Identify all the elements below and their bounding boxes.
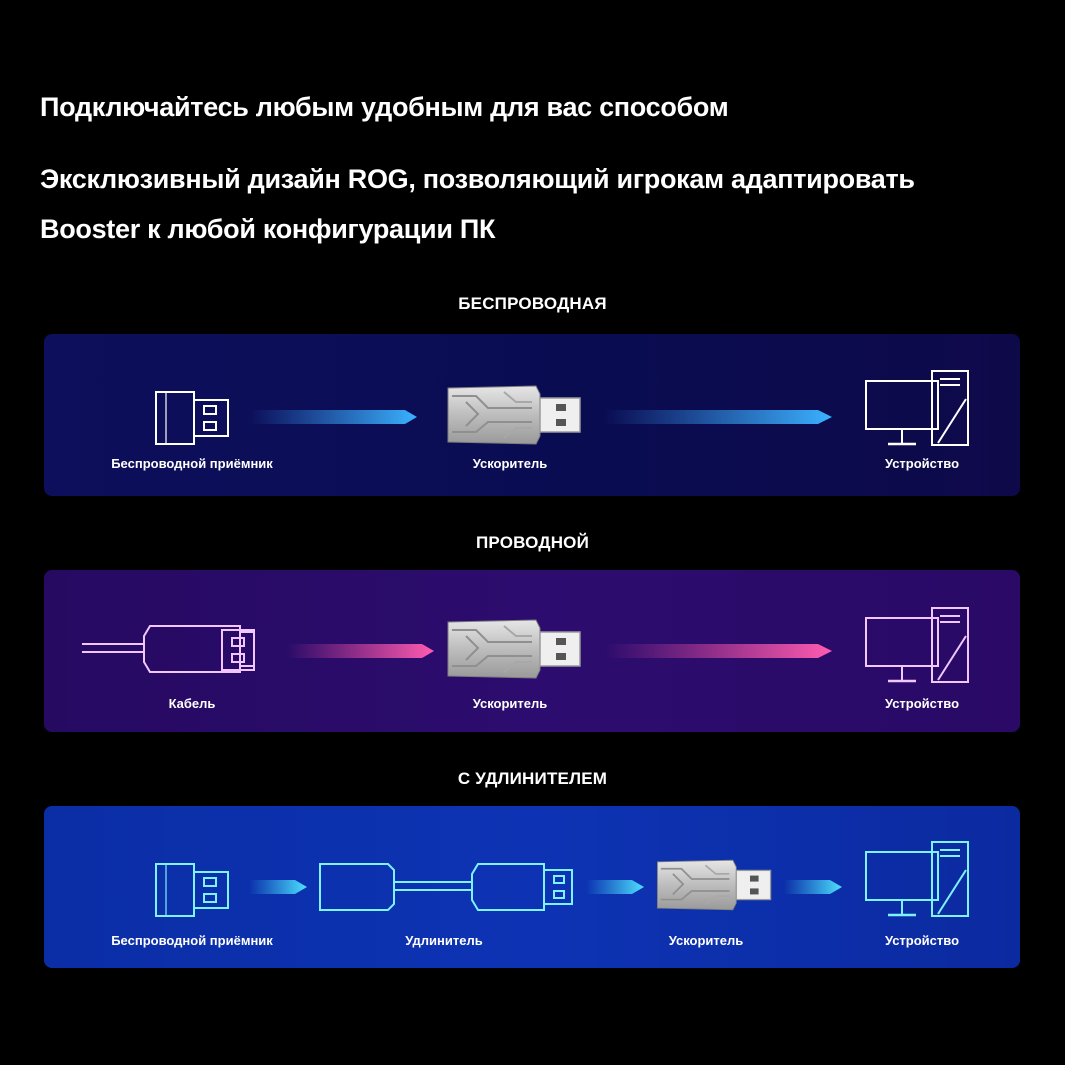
label-wireless-receiver: Беспроводной приёмник xyxy=(111,456,273,471)
wireless-panel: Беспроводной приёмник Ускоритель Устройс… xyxy=(44,334,1020,496)
arrow-right-icon xyxy=(604,410,832,424)
wireless-receiver-icon xyxy=(154,388,234,448)
section-title-extension: С УДЛИНИТЕЛЕМ xyxy=(457,769,608,788)
headline-line-1: Подключайтесь любым удобным для вас спос… xyxy=(40,92,729,122)
headline-line-3: Booster к любой конфигурации ПК xyxy=(40,214,496,244)
computer-icon xyxy=(864,840,974,920)
section-title-wireless: БЕСПРОВОДНАЯ xyxy=(458,294,607,313)
arrow-right-icon xyxy=(784,880,842,894)
label-wireless-receiver: Беспроводной приёмник xyxy=(111,933,273,948)
arrow-right-icon xyxy=(249,410,417,424)
computer-icon xyxy=(864,369,974,449)
label-device: Устройство xyxy=(884,696,960,711)
label-device: Устройство xyxy=(884,933,960,948)
cable-icon xyxy=(82,625,255,673)
extension-panel: Беспроводной приёмник Удлинитель Ускорит… xyxy=(44,806,1020,968)
label-booster: Ускоритель xyxy=(668,933,744,948)
arrow-right-icon xyxy=(249,880,307,894)
section-title-wired: ПРОВОДНОЙ xyxy=(475,533,590,552)
extender-cable-icon xyxy=(319,863,573,911)
arrow-right-icon xyxy=(604,644,832,658)
computer-icon xyxy=(864,606,974,686)
wireless-receiver-icon xyxy=(154,860,234,920)
label-cable: Кабель xyxy=(168,696,216,711)
label-booster: Ускоритель xyxy=(472,456,548,471)
arrow-right-icon xyxy=(286,644,434,658)
label-extender: Удлинитель xyxy=(405,933,483,948)
booster-icon xyxy=(654,856,774,914)
arrow-right-icon xyxy=(586,880,644,894)
headline-line-2: Эксклюзивный дизайн ROG, позволяющий игр… xyxy=(40,164,915,194)
booster-icon xyxy=(444,616,584,682)
label-device: Устройство xyxy=(884,456,960,471)
booster-icon xyxy=(444,382,584,448)
wired-panel: Кабель Ускоритель Устройство xyxy=(44,570,1020,732)
usb-plug-icon xyxy=(221,629,255,671)
label-booster: Ускоритель xyxy=(472,696,548,711)
